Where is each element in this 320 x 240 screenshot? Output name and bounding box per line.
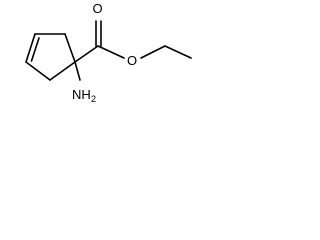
bond-ring-to-amine bbox=[74, 61, 81, 81]
ester-oxygen-label: O bbox=[127, 53, 137, 68]
ring-bond-c3-c4 bbox=[25, 33, 36, 63]
ring-bond-c5-c1 bbox=[49, 61, 76, 81]
molecule-drawing: O O NH 2 bbox=[25, 1, 192, 104]
structure-canvas: O O NH 2 bbox=[0, 0, 208, 106]
bond-carbonyl-to-ester-oxygen bbox=[97, 45, 125, 59]
bond-ch2-to-ch3 bbox=[164, 45, 192, 59]
amine-label: NH bbox=[72, 87, 91, 102]
ring-bond-c4-c5 bbox=[25, 61, 51, 81]
carbonyl-oxygen-label: O bbox=[93, 1, 103, 16]
bond-ring-to-carbonyl bbox=[74, 45, 99, 63]
bond-ester-oxygen-to-ch2 bbox=[140, 45, 166, 59]
amine-subscript: 2 bbox=[91, 94, 96, 104]
ring-bond-c1-c2 bbox=[64, 33, 76, 63]
ring-double-bond-inner bbox=[30, 37, 40, 62]
